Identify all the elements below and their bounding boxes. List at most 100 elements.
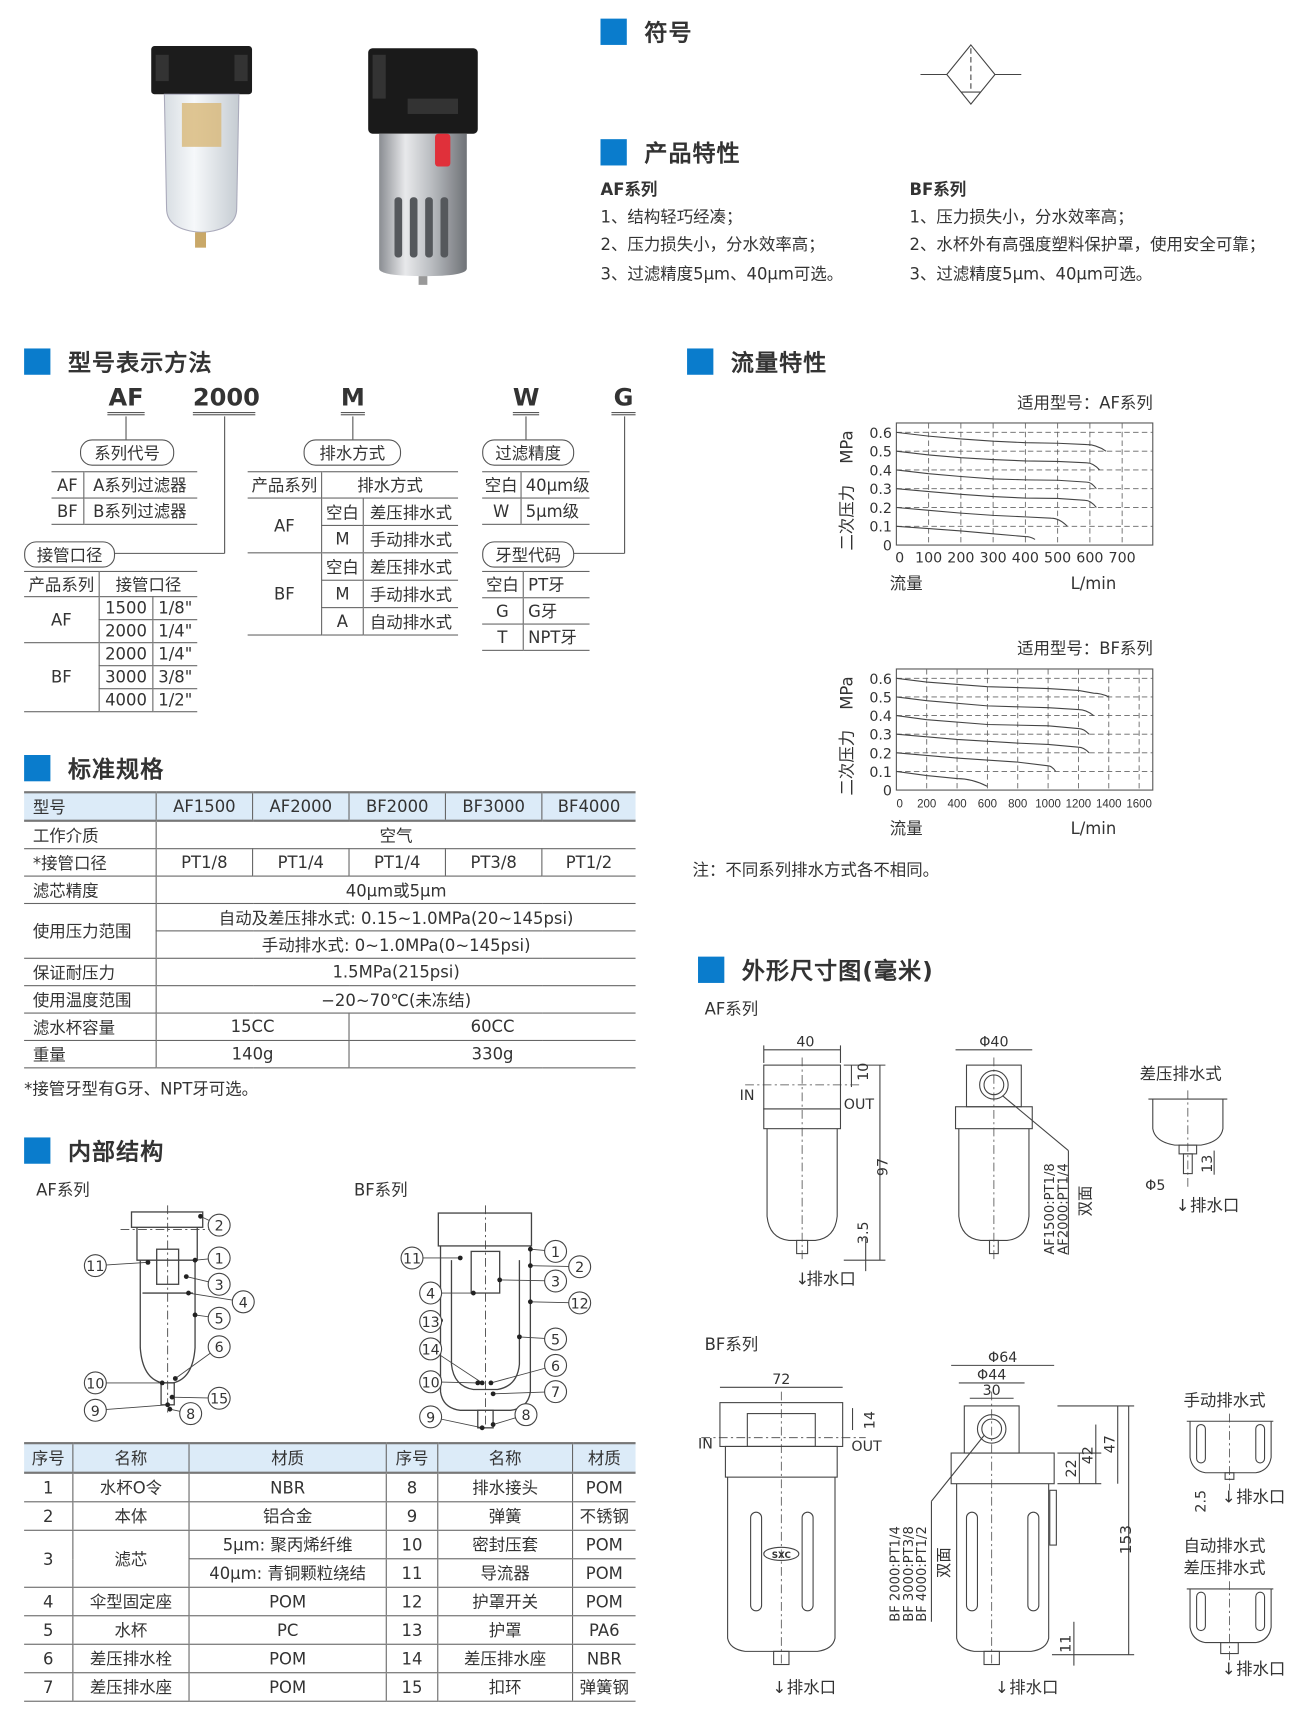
callout-number: 9 xyxy=(426,1410,435,1426)
dimensions-title: 外形尺寸图(毫米) xyxy=(741,957,934,985)
cell: 护罩开关 xyxy=(437,1587,573,1617)
callout-bf-8: 8 xyxy=(490,1403,538,1427)
cell: M xyxy=(321,580,364,609)
x-tick-label: 200 xyxy=(917,799,936,811)
cell: T xyxy=(482,624,524,651)
x-tick-label: 1200 xyxy=(1066,799,1092,811)
callout-number: 8 xyxy=(186,1407,195,1423)
cell: 15CC xyxy=(155,1013,350,1042)
af-feature-2: 2、压力损失小，分水效率高； xyxy=(600,234,825,255)
section-marker-icon xyxy=(600,18,627,45)
callout-af-3: 3 xyxy=(183,1272,231,1296)
callout-number: 10 xyxy=(422,1375,440,1391)
cell: A xyxy=(321,607,364,636)
section-marker-icon xyxy=(698,956,725,983)
cell: 空白 xyxy=(321,552,364,581)
bf-in-label: IN xyxy=(698,1437,713,1453)
series-line-0.4 xyxy=(896,469,1097,490)
cell: 弹簧 xyxy=(437,1501,573,1531)
header-cell: 接管口径 xyxy=(98,570,198,598)
cell: 3/8" xyxy=(152,665,198,690)
cell: 弹簧钢 xyxy=(572,1672,636,1702)
af-feature-3: 3、过滤精度5μm、40μm可选。 xyxy=(600,264,844,284)
cell: 9 xyxy=(385,1501,438,1531)
bf-h153-dim: 153 xyxy=(1117,1525,1135,1554)
product-photos xyxy=(151,46,478,285)
callout-bf-14: 14 xyxy=(419,1337,485,1386)
code-series: AF xyxy=(107,385,145,416)
features-section-header: 产品特性 xyxy=(600,139,740,167)
y-tick-label: 0.3 xyxy=(869,728,892,744)
cell: 5 xyxy=(24,1615,73,1645)
cell: 2000 xyxy=(98,642,153,667)
callout-number: 2 xyxy=(575,1260,584,1276)
cell: 1/4" xyxy=(152,642,198,667)
cell: M xyxy=(321,525,364,554)
bf-cross-section xyxy=(437,1205,533,1429)
arrow-down-icon: ↓ xyxy=(1176,1196,1190,1215)
code-port-size: 2000 xyxy=(192,385,260,416)
callout-af-6: 6 xyxy=(172,1335,231,1381)
header-cell: 排水方式 xyxy=(321,471,459,499)
cell: 手动排水式 xyxy=(362,525,459,554)
callout-number: 3 xyxy=(551,1274,560,1290)
af-features-title: AF系列 xyxy=(600,179,658,200)
callout-number: 12 xyxy=(571,1296,589,1312)
cell: AF xyxy=(247,498,322,554)
cell: AF xyxy=(24,596,100,644)
series-line-0.4 xyxy=(896,715,1090,735)
af-diff-height: 13 xyxy=(1200,1155,1216,1173)
bf-d64-dim: Φ64 xyxy=(988,1350,1017,1366)
cell: G xyxy=(482,597,524,625)
section-marker-icon xyxy=(24,1137,51,1164)
x-axis-unit: L/min xyxy=(1071,574,1117,593)
cell: 差压排水座 xyxy=(72,1672,190,1702)
cell: POM xyxy=(572,1472,636,1503)
cell: 40μm或5μm xyxy=(155,876,636,905)
y-tick-label: 0.4 xyxy=(869,463,892,479)
x-tick-label: 500 xyxy=(1044,551,1071,567)
arrow-down-icon: ↓ xyxy=(796,1269,810,1288)
cell: 差压排水式 xyxy=(362,552,459,581)
flow-note: 注：不同系列排水方式各不相同。 xyxy=(692,860,940,880)
x-tick-label: 600 xyxy=(978,799,997,811)
bf-side-view xyxy=(930,1364,1135,1666)
dimensions-section-header: 外形尺寸图(毫米) xyxy=(698,956,934,984)
x-tick-label: 200 xyxy=(947,551,974,567)
cell: 导流器 xyxy=(437,1558,573,1588)
cell: 差压排水式 xyxy=(362,498,459,526)
cell: 自动及差压排水式: 0.15~1.0MPa(20~145psi) xyxy=(155,903,636,932)
callout-number: 1 xyxy=(215,1251,224,1267)
cell: BF xyxy=(24,642,100,713)
y-tick-label: 0.4 xyxy=(869,709,892,725)
cell: 40μm级 xyxy=(520,471,590,499)
bf-h42-dim: 42 xyxy=(1081,1446,1097,1464)
table-row: 产品系列排水方式 xyxy=(247,471,459,499)
drain-type-label: 排水方式 xyxy=(303,439,402,466)
bf-both-sides: 双面 xyxy=(935,1547,953,1578)
cell: 空白 xyxy=(321,498,364,526)
x-tick-label: 400 xyxy=(947,799,966,811)
header-cell: 产品系列 xyxy=(24,570,100,598)
y-tick-label: 0 xyxy=(883,784,892,800)
x-tick-label: 0 xyxy=(895,551,904,567)
cell: 护罩 xyxy=(437,1615,573,1645)
cell: 水杯O令 xyxy=(72,1472,190,1503)
cell: *接管口径 xyxy=(24,848,157,877)
series-line-0.1 xyxy=(896,770,988,787)
cell: 1.5MPa(215psi) xyxy=(155,958,636,987)
x-tick-label: 800 xyxy=(1008,799,1027,811)
y-tick-label: 0.5 xyxy=(869,690,892,706)
callout-bf-9: 9 xyxy=(419,1405,485,1431)
bf-width-dim: 72 xyxy=(772,1372,790,1388)
af-cross-section xyxy=(120,1205,220,1414)
